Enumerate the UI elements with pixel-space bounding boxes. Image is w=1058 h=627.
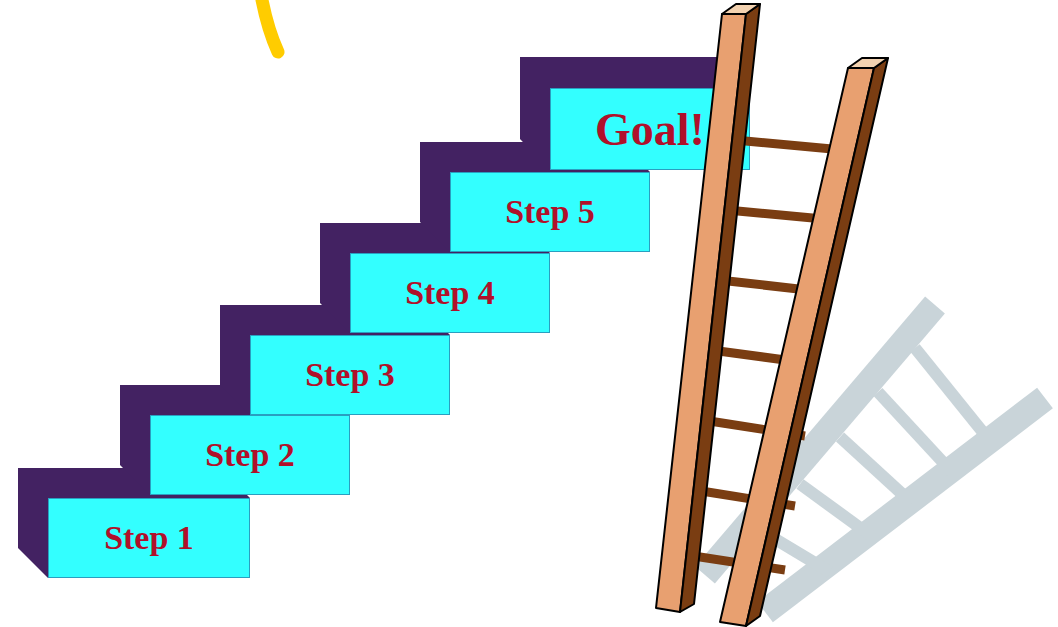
step-label: Step 4: [405, 274, 495, 312]
step-label: Step 5: [505, 193, 595, 231]
step-box: Step 2: [150, 415, 350, 495]
stair-backing: [18, 57, 750, 578]
yellow-curve: [262, 0, 278, 52]
step-box: Step 5: [450, 172, 650, 252]
step-box: Step 4: [350, 253, 550, 333]
step-box: Step 3: [250, 335, 450, 415]
step-box: Step 1: [48, 498, 250, 578]
ladder-rails: [656, 4, 888, 626]
step-label: Step 3: [305, 356, 395, 394]
step-label: Step 1: [104, 519, 194, 557]
step-label: Goal!: [595, 103, 705, 156]
step-label: Step 2: [205, 436, 295, 474]
